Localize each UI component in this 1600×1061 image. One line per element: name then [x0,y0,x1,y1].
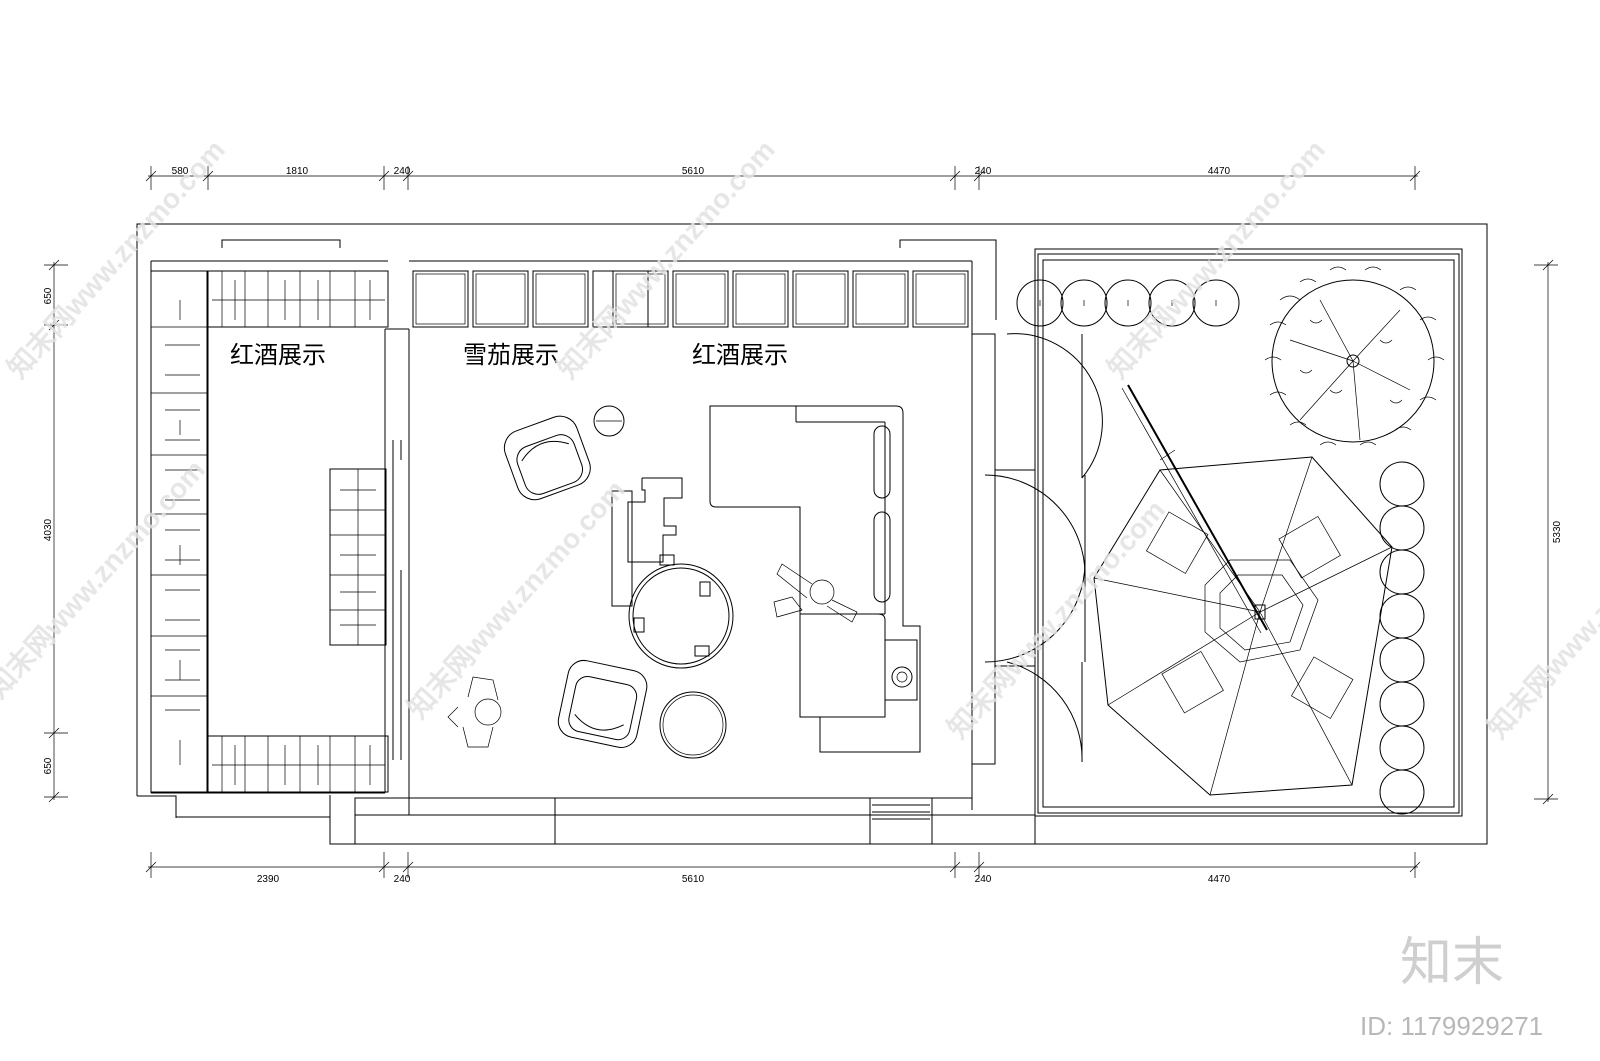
dim-top-1: 580 [172,166,189,177]
dim-top-3: 240 [394,166,411,177]
dim-left-2: 4030 [43,518,54,541]
watermark-text-4: 知末网www.znzmo.com [0,453,211,704]
dim-left-3: 650 [43,757,54,774]
dim-top-4: 5610 [682,166,705,177]
room-label-wine-left: 红酒展示 [230,341,326,369]
dim-top-6: 4470 [1208,166,1231,177]
dim-top-5: 240 [975,166,992,177]
garden [1016,266,1445,815]
watermark-text-7: 知末网www.znzmo.com [1481,493,1600,744]
brand-logo-text: 知末 [1400,933,1504,993]
top-display-cabinets [412,270,969,328]
room-label-cigar: 雪茄展示 [463,341,559,369]
watermark-text-6: 知末网www.znzmo.com [941,493,1171,744]
dim-bottom-3: 5610 [682,874,705,885]
doors [984,333,1103,763]
walls [136,223,1488,845]
dim-left-1: 650 [43,287,54,304]
dim-right-1: 5330 [1552,520,1563,543]
dimension-lines [44,166,1558,878]
dim-top-2: 1810 [286,166,309,177]
dim-bottom-4: 240 [975,874,992,885]
image-id-text: ID: 1179929271 [1360,1011,1543,1041]
watermark-text-5: 知末网www.znzmo.com [401,473,631,724]
watermark-text-1: 知末网www.znzmo.com [1,133,231,384]
dim-bottom-5: 4470 [1208,874,1231,885]
lounge-furniture [447,405,921,759]
dimension-labels: 580 1810 240 5610 240 4470 2390 240 5610… [43,166,1563,885]
left-wine-shelving [150,270,389,793]
room-label-wine-right: 红酒展示 [692,341,788,369]
dim-bottom-2: 240 [394,874,411,885]
dim-bottom-1: 2390 [257,874,280,885]
